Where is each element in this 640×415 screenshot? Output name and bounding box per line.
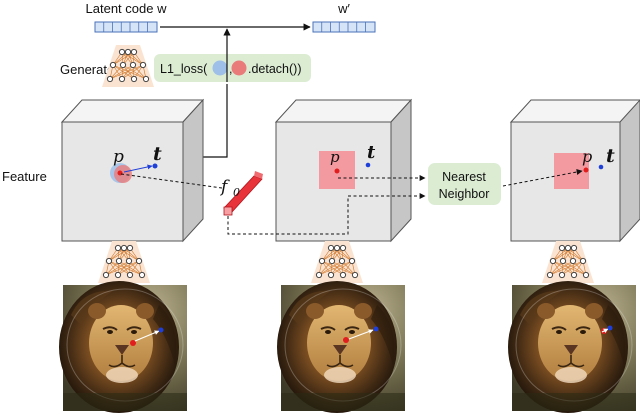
target-point-label: t — [606, 145, 615, 167]
target-point-label: t — [367, 142, 376, 163]
extract-feature-dashed-line — [120, 173, 223, 189]
generator-label: Generator — [60, 62, 119, 77]
drag-direction-arrow — [123, 164, 153, 173]
feature-map-cube-2 — [274, 98, 413, 243]
feature-map-cube-3 — [509, 99, 640, 243]
handle-point-label: p — [582, 147, 592, 166]
handle-point-label: p — [113, 147, 124, 167]
lion-image-1 — [58, 280, 188, 414]
handle-point-dot — [583, 167, 589, 173]
f0-label: f — [219, 177, 230, 197]
latent-code-w-bar — [94, 21, 158, 33]
feature-map-cube-1 — [60, 98, 205, 243]
f0-subscript: 0 — [233, 186, 240, 199]
target-point-dot — [365, 162, 371, 168]
nearest-label: Nearest — [442, 170, 486, 184]
loss-comma: , — [229, 62, 232, 76]
lion-image-3 — [507, 280, 637, 414]
nn-to-result-dashed-arrow — [502, 169, 583, 187]
nearest-neighbor-box: Nearest Neighbor — [428, 163, 501, 205]
target-point-dot — [152, 163, 158, 169]
blue-point-icon — [212, 60, 228, 76]
red-point-icon — [231, 60, 247, 76]
handle-point-label: p — [330, 148, 340, 166]
target-point-dot — [598, 164, 604, 170]
latent-code-prime-label: w′ — [337, 1, 350, 16]
latent-code-label: Latent code w — [86, 1, 168, 16]
updated-patch — [554, 153, 589, 189]
lion-image-2 — [276, 280, 406, 414]
generator-network-icon — [101, 44, 155, 88]
l1-loss-box: L1_loss( , .detach()) — [154, 54, 311, 82]
f0-to-nn-dashed-arrow — [227, 193, 426, 235]
feature-label: Feature — [2, 169, 47, 184]
loss-suffix: .detach()) — [248, 62, 302, 76]
generator-network-icon — [310, 240, 364, 284]
latent-code-w-prime-bar — [312, 21, 376, 33]
handle-point-dot — [334, 168, 340, 174]
generator-network-icon — [541, 240, 595, 284]
handle-point-dot — [117, 170, 123, 176]
feature-to-loss-line — [200, 84, 228, 158]
target-point-label: t — [153, 143, 162, 165]
loss-prefix: L1_loss( — [160, 62, 208, 76]
generator-network-icon — [97, 240, 151, 284]
neighbor-label: Neighbor — [439, 187, 490, 201]
feature-vector-f0 — [223, 171, 263, 216]
